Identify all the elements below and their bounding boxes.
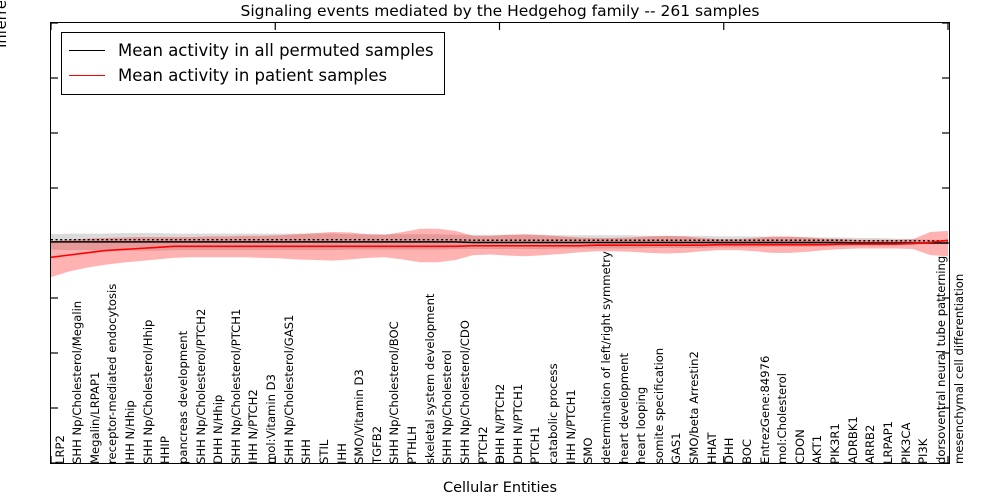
- legend-swatch-permuted-line: [69, 50, 105, 51]
- x-tick-label: SMO/Vitamin D3: [352, 369, 367, 464]
- x-tick-label: IHH: [334, 443, 349, 464]
- legend-entry-patient: Mean activity in patient samples: [69, 63, 434, 88]
- x-tick-label: heart development: [616, 352, 631, 464]
- x-tick-label: PIK3R1: [828, 423, 843, 464]
- x-tick-label: DHH N/PTCH2: [493, 383, 508, 464]
- x-axis-title: Cellular Entities: [442, 480, 558, 496]
- x-tick-label: PI3K: [916, 438, 931, 464]
- x-tick-label: CDON: [792, 429, 807, 464]
- x-tick-label: heart looping: [634, 386, 649, 464]
- x-tick-label: determination of left/right symmetry: [598, 251, 613, 464]
- x-tick-label: SHH Np/Cholesterol/PTCH1: [228, 308, 243, 464]
- x-tick-label: Megalin/LRPAP1: [87, 371, 102, 464]
- x-tick-label: SHH: [299, 439, 314, 464]
- plot-area: Mean activity in all permuted samples Me…: [50, 22, 950, 464]
- x-tick-label: receptor-mediated endocytosis: [105, 283, 120, 464]
- chart-svg: [51, 23, 949, 463]
- x-tick-label: catabolic process: [546, 363, 561, 464]
- x-tick-label: PTCH2: [475, 426, 490, 464]
- legend-entry-permuted: Mean activity in all permuted samples: [69, 38, 434, 63]
- x-tick-label: STIL: [316, 439, 331, 464]
- x-tick-label: mol:Cholesterol: [775, 373, 790, 464]
- x-tick-label: SHH Np/Cholesterol/GAS1: [281, 314, 296, 464]
- x-tick-label: LRP2: [52, 435, 67, 464]
- x-tick-label: ARRB2: [863, 424, 878, 464]
- x-tick-label: skeletal system development: [422, 293, 437, 464]
- x-tick-label: EntrezGene:84976: [757, 355, 772, 464]
- x-tick-label: DHH: [722, 437, 737, 464]
- x-tick-label: HHAT: [704, 432, 719, 464]
- x-tick-label: SMO/beta Arrestin2: [687, 351, 702, 464]
- x-tick-label: BOC: [739, 439, 754, 464]
- x-tick-label: mol:Vitamin D3: [264, 374, 279, 464]
- x-tick-label: SHH Np/Cholesterol/Hhip: [140, 319, 155, 464]
- x-tick-label: IHH N/PTCH2: [246, 389, 261, 464]
- permuted-mean-line: [51, 241, 949, 244]
- x-tick-label: pancreas development: [175, 330, 190, 464]
- x-tick-label: TGFB2: [369, 425, 384, 464]
- x-tick-label: GAS1: [669, 432, 684, 464]
- legend: Mean activity in all permuted samples Me…: [61, 32, 445, 95]
- x-tick-label: SHH Np/Cholesterol: [440, 350, 455, 464]
- x-tick-label: PIK3CA: [898, 422, 913, 464]
- y-axis-title: Inferred Activity: [0, 0, 10, 120]
- x-tick-label: DHH N/Hhip: [211, 394, 226, 464]
- x-tick-label: SHH Np/Cholesterol/BOC: [387, 321, 402, 464]
- x-tick-label: LRPAP1: [880, 420, 895, 464]
- legend-swatch-patient-line: [69, 75, 105, 76]
- x-tick-label: IHH N/PTCH1: [563, 389, 578, 464]
- x-tick-label: AKT1: [810, 434, 825, 464]
- x-tick-label: SHH Np/Cholesterol/CDO: [457, 320, 472, 464]
- x-tick-label: SMO: [581, 437, 596, 465]
- x-tick-label: PTHLH: [405, 426, 420, 464]
- x-tick-label: IHH N/Hhip: [123, 400, 137, 464]
- legend-label-permuted: Mean activity in all permuted samples: [118, 41, 434, 60]
- x-tick-label: somite specification: [651, 347, 666, 464]
- x-tick-label: SHH Np/Cholesterol/Megalin: [70, 300, 85, 464]
- x-tick-label: HHIP: [158, 436, 173, 464]
- x-tick-label: ADRBK1: [845, 416, 860, 464]
- x-tick-label: DHH N/PTCH1: [510, 383, 525, 464]
- patient-confidence-band: [51, 228, 949, 278]
- x-tick-label: mesenchymal cell differentiation: [951, 273, 966, 464]
- x-tick-label: PTCH1: [528, 426, 543, 464]
- x-tick-label: dorsoventral neural tube patterning: [933, 255, 948, 464]
- x-tick-label: SHH Np/Cholesterol/PTCH2: [193, 308, 208, 464]
- patient-mean-line: [51, 239, 949, 259]
- legend-label-patient: Mean activity in patient samples: [118, 66, 388, 85]
- chart-title: Signaling events mediated by the Hedgeho…: [240, 2, 760, 20]
